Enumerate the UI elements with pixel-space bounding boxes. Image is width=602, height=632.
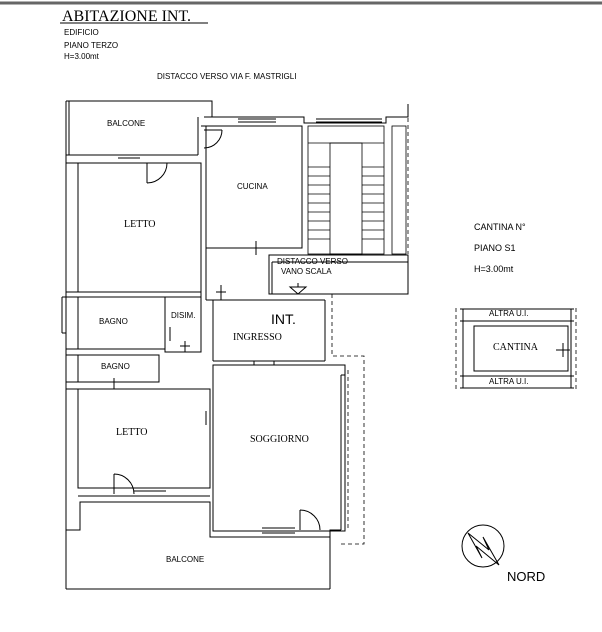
door-swing-letto-balcone-bottom (113, 473, 135, 495)
walls (61, 100, 409, 590)
cellar-other-top: ALTRA U.I. (489, 309, 529, 318)
door-swing-kitchen-balcony (203, 129, 223, 149)
height-label: H=3.00mt (64, 52, 99, 61)
cellar-room: CANTINA (493, 342, 538, 353)
cellar-floor: PIANO S1 (474, 243, 516, 253)
distance-street-label: DISTACCO VERSO VIA F. MASTRIGLI (157, 72, 297, 81)
room-cucina: CUCINA (237, 182, 268, 191)
room-balcone-top: BALCONE (107, 119, 146, 128)
windows (235, 118, 382, 366)
compass-label: NORD (507, 569, 546, 584)
floor-label: PIANO TERZO (64, 41, 119, 50)
cellar-title: CANTINA N° (474, 222, 526, 232)
door-swing-soggiorno-balcone (299, 509, 321, 531)
room-soggiorno: SOGGIORNO (250, 434, 309, 445)
room-bagno-2: BAGNO (101, 362, 130, 371)
distance-stair-line2: VANO SCALA (281, 267, 332, 276)
north-compass-icon (461, 524, 505, 568)
page-title: ABITAZIONE INT. (62, 8, 192, 25)
room-balcone-bottom: BALCONE (166, 555, 205, 564)
cellar-plan (460, 308, 574, 389)
outer-wall-top (66, 100, 409, 124)
cellar-other-bottom: ALTRA U.I. (489, 377, 529, 386)
room-letto-bottom: LETTO (116, 427, 148, 438)
room-letto-top: LETTO (124, 219, 156, 230)
distance-stair-line1: DISTACCO VERSO (277, 257, 348, 266)
cellar-height: H=3.00mt (474, 264, 514, 274)
staircase (307, 125, 407, 255)
unit-label: INT. (271, 311, 296, 327)
room-ingresso: INGRESSO (233, 332, 282, 343)
door-swing-letto-balcone (146, 162, 168, 184)
dashed-boundaries (331, 104, 577, 545)
room-bagno-1: BAGNO (99, 317, 128, 326)
building-label: EDIFICIO (64, 28, 99, 37)
room-disim: DISIM. (171, 311, 196, 320)
